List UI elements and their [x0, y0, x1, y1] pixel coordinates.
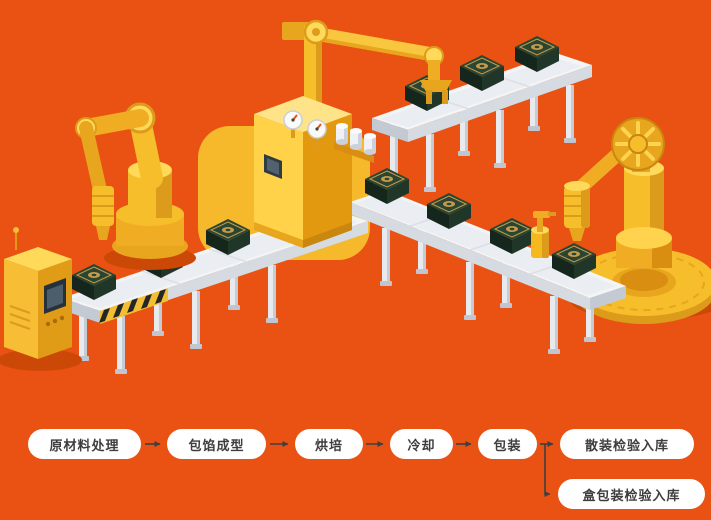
- oven-window: [264, 154, 282, 179]
- conveyor-right: [350, 167, 626, 354]
- robotic-arm-left: [75, 102, 196, 270]
- spray-canister: [531, 211, 556, 258]
- factory-illustration: [0, 19, 711, 374]
- baking-machine: [254, 96, 376, 248]
- left-gripper: [92, 186, 114, 240]
- conveyor-top-right: [372, 35, 592, 192]
- rotary-table-robot: [564, 117, 711, 324]
- overhead-gripper: [420, 60, 452, 104]
- flow-connectors: [145, 441, 554, 497]
- rotary-gripper: [564, 181, 590, 241]
- console-screen: [44, 278, 66, 314]
- control-console: [0, 227, 82, 371]
- spoked-wheel: [611, 117, 665, 171]
- flow-node-raw-material: 原材料处理: [28, 429, 141, 459]
- flow-node-filling-forming: 包馅成型: [167, 429, 266, 459]
- hazard-stripes: [99, 288, 168, 324]
- overhead-robot-arm: [282, 19, 444, 128]
- flow-node-baking: 烘培: [295, 429, 363, 459]
- process-flowchart: 原材料处理 包馅成型 烘培 冷却 包装 散装检验入库 盒包装检验入库: [0, 410, 711, 520]
- flow-node-packaging: 包装: [478, 429, 537, 459]
- flow-node-boxed-inspection: 盒包装检验入库: [558, 479, 705, 509]
- canister-shelf: [334, 123, 376, 163]
- flow-node-cooling: 冷却: [390, 429, 453, 459]
- flow-node-bulk-inspection: 散装检验入库: [560, 429, 694, 459]
- connector-branch: [544, 444, 551, 497]
